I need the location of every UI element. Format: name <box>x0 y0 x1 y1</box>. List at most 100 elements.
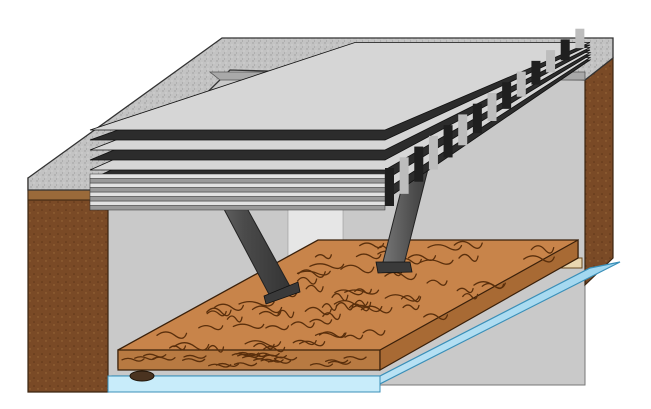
wood-grain-line <box>523 255 555 263</box>
beam-end-cap <box>472 103 482 134</box>
wood-grain-line <box>134 356 158 361</box>
beam-end-cap <box>385 168 394 206</box>
wood-grain-line <box>322 312 341 321</box>
wood-grain-line <box>458 253 479 262</box>
wood-grain-line <box>343 355 367 361</box>
wood-grain-line <box>305 284 324 293</box>
wood-grain-line <box>426 279 448 286</box>
wood-grain-line <box>156 331 188 339</box>
wood-grain-line <box>143 353 167 358</box>
beam-end-cap <box>458 114 468 146</box>
wood-grain-line <box>267 359 292 364</box>
wood-grain-line <box>314 254 332 260</box>
wood-grain-line <box>235 351 260 356</box>
wood-grain-line <box>407 254 437 261</box>
beam-end-cap <box>546 50 556 73</box>
beam-end-cap <box>428 135 438 170</box>
beam-laminate-edge <box>89 196 386 202</box>
wood-grain-line <box>335 302 354 311</box>
wood-grain-line <box>297 269 326 278</box>
wood-grain-line <box>238 300 275 307</box>
wood-grain-line <box>333 299 369 308</box>
beam-end-cap <box>399 157 409 194</box>
beam-laminate-edge <box>89 205 386 211</box>
wood-grain-line <box>462 293 479 300</box>
wood-grain-line <box>344 334 364 340</box>
wood-grain-line <box>402 304 420 311</box>
wood-grain-line <box>384 294 420 302</box>
wood-grain-line <box>168 345 187 351</box>
wood-grain-line <box>453 240 483 249</box>
wood-grain-line <box>232 323 265 329</box>
wood-grain-line <box>423 313 449 321</box>
beam-end-cap <box>502 82 512 109</box>
wood-grain-line <box>456 287 474 294</box>
wood-grain-line <box>277 309 295 319</box>
wood-grain-line <box>362 329 386 336</box>
wood-grain-line <box>183 354 207 359</box>
wood-grain-line <box>121 357 145 362</box>
beam-laminate-edge <box>89 191 386 197</box>
wood-grain-line <box>198 324 224 331</box>
timber-beam <box>89 42 591 131</box>
wood-grain-line <box>331 292 349 302</box>
beam-laminate-edge <box>89 182 386 188</box>
wood-grain-line <box>206 307 232 317</box>
wood-grain-line <box>242 355 266 360</box>
wood-grain-line <box>213 303 244 311</box>
beam-laminate-edge <box>89 187 386 193</box>
wood-grain-line <box>334 289 365 296</box>
wood-grain-line <box>253 342 275 350</box>
wood-grain-line <box>530 245 555 254</box>
wood-grain-line <box>309 318 333 325</box>
inclined-prop-right-foot <box>375 261 413 274</box>
wood-grain-line <box>265 325 290 331</box>
wood-grain-line <box>296 270 331 276</box>
wood-grain-line <box>481 282 505 290</box>
wood-grain-line <box>419 259 454 265</box>
timber-beam-stack <box>89 28 592 211</box>
wood-grain-line <box>258 310 282 317</box>
wood-grain-line <box>340 264 375 274</box>
wood-grain-line <box>355 253 382 260</box>
beam-laminate-edge <box>89 173 386 179</box>
inclined-prop-left-foot <box>263 281 301 305</box>
beam-end-cap <box>575 28 585 49</box>
wood-grain-line <box>314 332 346 338</box>
beam-end-cap <box>414 146 424 182</box>
wood-grain-line <box>226 315 243 323</box>
wood-grain-line <box>207 344 225 353</box>
wood-grain-line <box>400 294 422 303</box>
wood-grain-line <box>344 289 380 295</box>
wooden-raft-side <box>379 238 579 372</box>
wood-grain-line <box>309 362 334 368</box>
beam-end-cap <box>531 60 541 85</box>
wood-grain-line <box>296 276 318 285</box>
wood-grain-line <box>292 339 317 346</box>
wood-grain-line <box>182 358 206 363</box>
soil-wall-right <box>584 56 614 287</box>
wood-grain-line <box>233 362 258 367</box>
beam-end-cap <box>560 39 570 61</box>
wood-grain-line <box>309 263 345 270</box>
wood-grain-line <box>321 303 338 311</box>
wood-grain-line <box>263 354 287 359</box>
wood-grain-line <box>208 363 232 368</box>
beam-end-cap <box>487 93 497 121</box>
wood-grain-line <box>244 340 282 348</box>
wood-grain-line <box>290 321 315 329</box>
wood-grain-line <box>173 342 210 351</box>
wood-grain-line <box>215 362 240 367</box>
wooden-raft-front <box>117 349 381 371</box>
beam-end-cap <box>516 71 526 97</box>
wood-grain <box>121 240 555 368</box>
bottom-left-bearing-pad <box>129 370 155 382</box>
beam-laminate-edge <box>89 178 386 184</box>
beam-end-cap <box>443 125 453 158</box>
wood-grain-line <box>251 305 283 314</box>
beam-laminate-edge <box>89 200 386 206</box>
glass-water-front <box>107 375 381 393</box>
wood-grain-line <box>324 359 349 364</box>
